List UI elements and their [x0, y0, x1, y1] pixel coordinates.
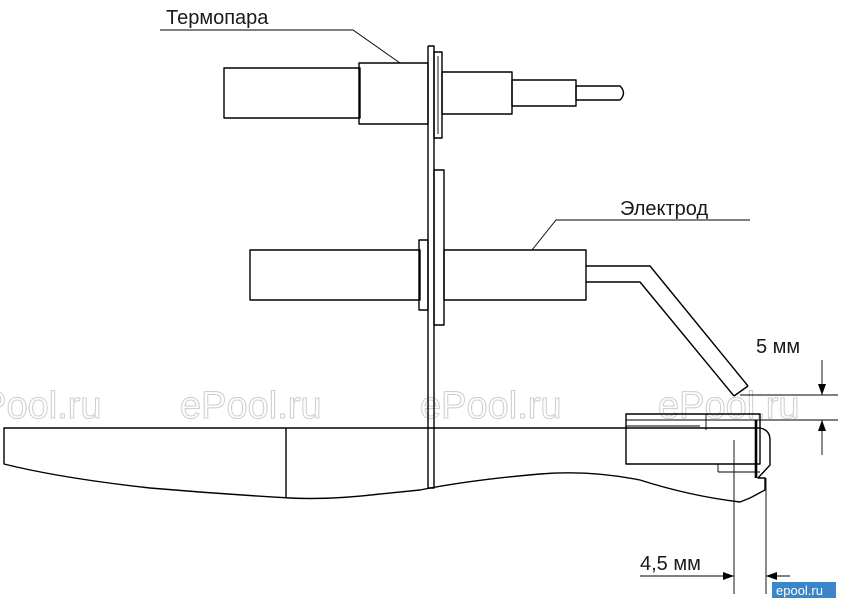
watermark-3: ePool.ru: [420, 385, 562, 427]
electrode: [249, 249, 749, 397]
gap-horizontal-label: 4,5 мм: [640, 553, 701, 575]
electrode-label: Электрод: [620, 198, 708, 220]
corner-watermark: epool.ru: [772, 582, 836, 598]
horizontal-gap-dimension: 4,5 мм: [640, 440, 790, 594]
corner-mark-text: epool.ru: [776, 583, 823, 598]
gap-vertical-label: 5 мм: [756, 336, 800, 358]
electrode-callout: Электрод: [531, 198, 750, 251]
watermark-2: ePool.ru: [180, 385, 322, 427]
corner-mark-bg: [772, 582, 836, 598]
burner-body: [3, 413, 771, 503]
watermark-1: ePool.ru: [0, 385, 102, 427]
vertical-gap-dimension: 5 мм: [740, 336, 838, 455]
thermocouple-label: Термопара: [166, 7, 269, 29]
thermocouple-callout: Термопара: [160, 7, 401, 64]
watermark-layer: ePool.ru ePool.ru ePool.ru ePool.ru: [0, 385, 800, 428]
thermocouple: [223, 62, 625, 125]
watermark-4: ePool.ru: [658, 385, 800, 427]
